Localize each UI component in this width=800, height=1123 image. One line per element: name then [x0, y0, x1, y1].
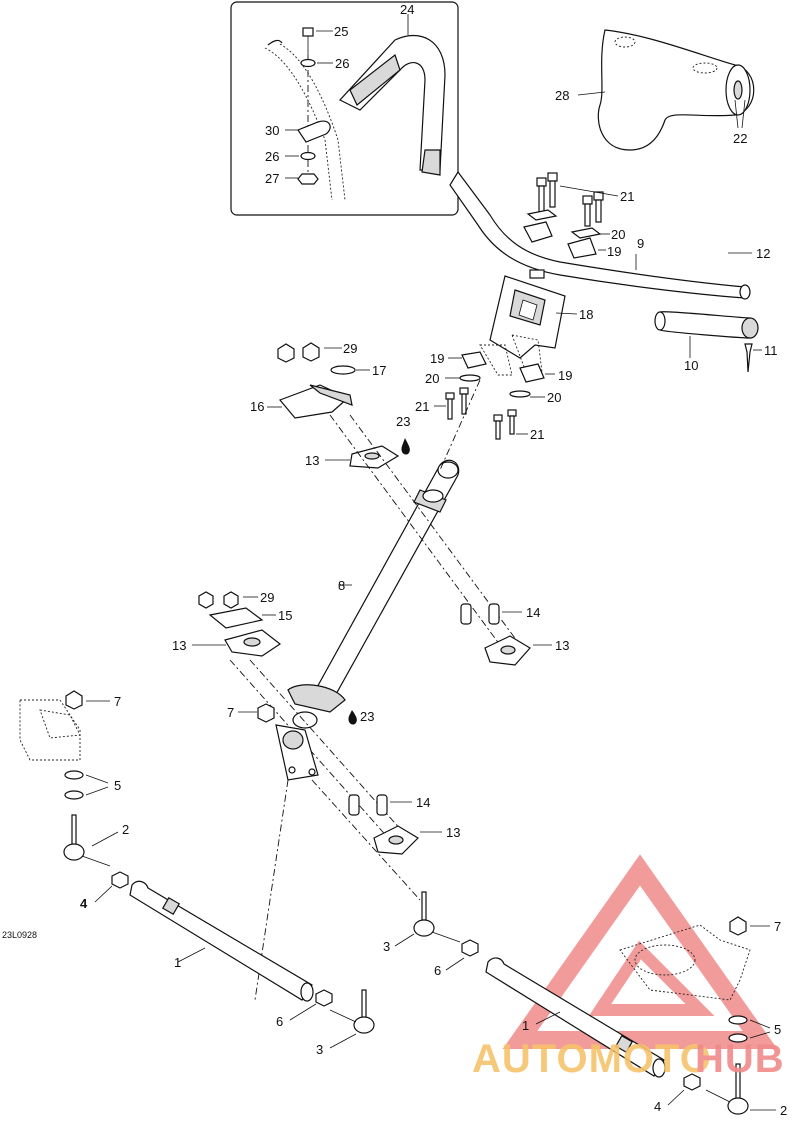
callout-label: 13 — [446, 825, 460, 840]
callout-label: 17 — [372, 363, 386, 378]
callout-label: 23 — [396, 414, 410, 429]
callout-label: 26 — [335, 56, 349, 71]
callout-label: 6 — [434, 963, 441, 978]
callout-label: 13 — [305, 453, 319, 468]
grease-drop-icon — [348, 438, 410, 725]
callout-label: 20 — [547, 390, 561, 405]
watermark-text-part1: AUTOMOTO — [472, 1037, 712, 1081]
handle-grip-part — [654, 311, 762, 373]
callout-label: 7 — [227, 705, 234, 720]
tie-rod-left-part — [129, 880, 314, 1002]
callout-label: 5 — [114, 778, 121, 793]
callout-label: 27 — [265, 171, 279, 186]
lower-clamp-hardware — [434, 351, 555, 440]
bearing-block-hardware — [325, 379, 552, 666]
callout-label: 30 — [265, 123, 279, 138]
callout-label: 11 — [764, 343, 778, 358]
callout-label: 29 — [343, 341, 357, 356]
upper-clamp-hardware — [523, 172, 619, 259]
callout-label: 14 — [416, 795, 430, 810]
callout-label: 6 — [276, 1014, 283, 1029]
callout-label: 4 — [80, 896, 88, 911]
callout-label: 21 — [530, 427, 544, 442]
callout-label: 2 — [780, 1103, 787, 1118]
callout-label: 28 — [555, 88, 569, 103]
left-frame-hardware — [19, 690, 129, 903]
callout-label: 12 — [756, 246, 770, 261]
callout-label: 13 — [555, 638, 569, 653]
callout-label: 18 — [579, 307, 593, 322]
callout-label: 26 — [265, 149, 279, 164]
callout-label: 3 — [316, 1042, 323, 1057]
callout-label: 1 — [522, 1018, 529, 1033]
watermark-text-part2: HUB — [695, 1037, 785, 1081]
tie-rod-right-part — [485, 957, 666, 1078]
right-frame-hardware — [619, 916, 776, 1115]
callout-label: 25 — [334, 24, 348, 39]
callout-labels: 25 24 26 30 26 27 28 22 21 20 9 19 12 18… — [2, 2, 787, 1118]
callout-label: 7 — [774, 919, 781, 934]
callout-label: 13 — [172, 638, 186, 653]
handlebar-riser-part — [479, 269, 578, 376]
callout-label: 16 — [250, 399, 264, 414]
callout-label: 19 — [430, 351, 444, 366]
callout-label: 5 — [774, 1022, 781, 1037]
callout-label: 8 — [338, 578, 345, 593]
callout-label: 23 — [360, 709, 374, 724]
callout-label: 10 — [684, 358, 698, 373]
callout-label: 1 — [174, 955, 181, 970]
handlebar-pad-part — [577, 29, 755, 151]
callout-label: 21 — [620, 189, 634, 204]
handlebar-part — [449, 170, 752, 300]
callout-label: 19 — [607, 244, 621, 259]
callout-label: 21 — [415, 399, 429, 414]
rod-end-center-hardware — [289, 891, 479, 1049]
callout-label: 14 — [526, 605, 540, 620]
callout-label: 3 — [383, 939, 390, 954]
callout-label: 19 — [558, 368, 572, 383]
lower-bearing-hardware — [348, 794, 442, 855]
automotohub-watermark-logo — [502, 854, 778, 1049]
column-bracket-hardware — [267, 342, 370, 419]
callout-label: 29 — [260, 590, 274, 605]
inset-detail-box — [230, 1, 459, 216]
automotohub-watermark-text: AUTOMOTO HUB — [472, 1037, 785, 1081]
callout-label: 9 — [637, 236, 644, 251]
callout-label: 2 — [122, 822, 129, 837]
callout-label: 22 — [733, 131, 747, 146]
callout-label: 7 — [114, 694, 121, 709]
callout-label: 20 — [425, 371, 439, 386]
steering-column-part — [287, 459, 460, 729]
callout-label: 4 — [654, 1099, 661, 1114]
callout-label: 20 — [611, 227, 625, 242]
callout-label: 24 — [400, 2, 414, 17]
callout-label: 15 — [278, 608, 292, 623]
diagram-reference-code: 23L0928 — [2, 930, 37, 940]
